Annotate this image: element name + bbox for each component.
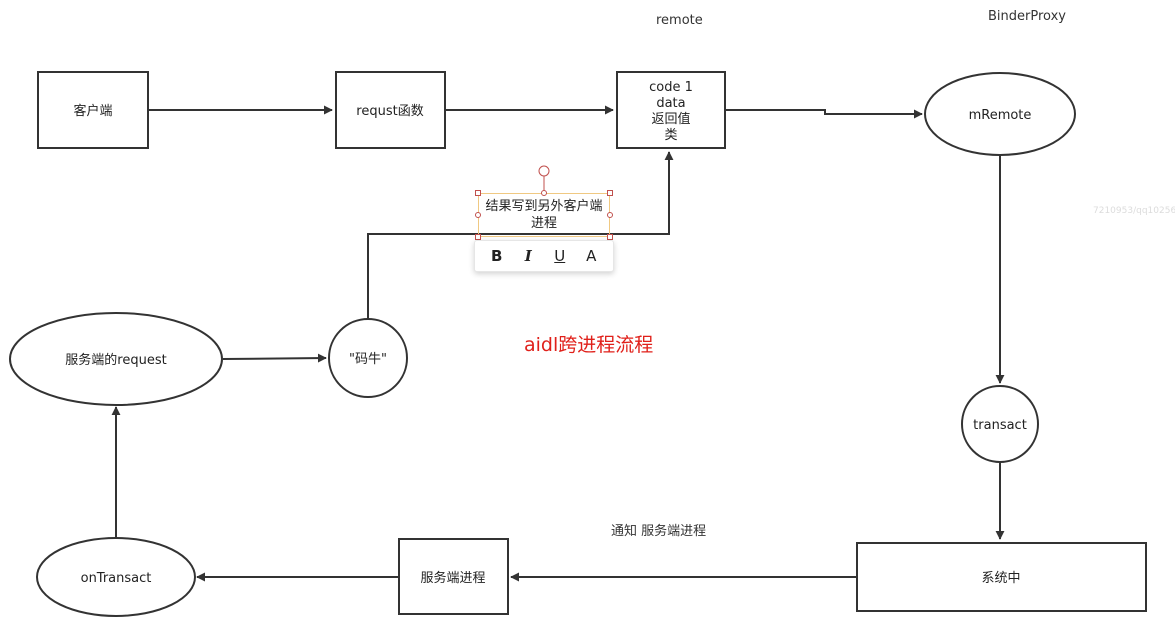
transact-circle[interactable]	[961, 385, 1039, 463]
server-request-label: 服务端的request	[65, 352, 166, 368]
system-box[interactable]	[856, 542, 1147, 612]
italic-button[interactable]: I	[524, 247, 532, 265]
resize-handle-middle-left[interactable]	[475, 212, 481, 218]
editor-text-line-1: 结果写到另外客户端	[485, 199, 603, 214]
ontransact-label: onTransact	[81, 571, 152, 586]
edge-server-request-to-mani	[222, 353, 327, 363]
server-request-ellipse[interactable]	[9, 312, 223, 406]
mani-label: "码牛"	[349, 352, 387, 367]
client-label: 客户端	[73, 103, 112, 119]
server-process-box[interactable]	[398, 538, 509, 615]
mremote-ellipse[interactable]	[924, 72, 1076, 156]
request-func-label: requst函数	[356, 104, 423, 119]
code-label-line-1: code 1	[649, 80, 693, 95]
edge-code-to-mremote	[726, 109, 923, 119]
mani-circle[interactable]	[328, 318, 408, 398]
resize-handle-bottom-right[interactable]	[607, 234, 613, 240]
font-color-button[interactable]: A	[586, 247, 597, 265]
remote-label: remote	[656, 13, 703, 28]
transact-label: transact	[973, 418, 1027, 433]
code-label-line-2: data	[656, 96, 685, 111]
underline-button[interactable]: U	[554, 247, 566, 265]
editor-text-line-2: 进程	[530, 216, 557, 231]
resize-handle-top-right[interactable]	[607, 190, 613, 196]
resize-handle-middle-right[interactable]	[607, 212, 613, 218]
rotate-handle[interactable]	[536, 164, 552, 196]
client-box[interactable]	[37, 71, 149, 149]
code-label-line-4: 类	[664, 128, 677, 143]
ontransact-ellipse[interactable]	[36, 537, 196, 617]
bold-button[interactable]: B	[491, 247, 503, 265]
mremote-label: mRemote	[969, 108, 1032, 123]
edge-label-editor[interactable]: 结果写到另外客户端 进程	[478, 193, 610, 237]
watermark-text: 7210953/qq10256	[1093, 206, 1175, 216]
resize-handle-top-center[interactable]	[541, 190, 547, 196]
resize-handle-bottom-left[interactable]	[475, 234, 481, 240]
binder-proxy-label: BinderProxy	[988, 9, 1066, 24]
edge-mani-to-code	[367, 151, 674, 319]
request-func-box[interactable]	[335, 71, 446, 149]
server-process-label: 服务端进程	[420, 570, 485, 586]
code-label-line-3: 返回值	[651, 111, 690, 127]
diagram-title: aidl跨进程流程	[524, 334, 654, 356]
resize-handle-top-left[interactable]	[475, 190, 481, 196]
code-box[interactable]	[616, 71, 726, 149]
system-label: 系统中	[981, 571, 1020, 586]
notify-label: 通知 服务端进程	[611, 524, 707, 539]
text-format-toolbar: B I U A	[474, 240, 614, 272]
